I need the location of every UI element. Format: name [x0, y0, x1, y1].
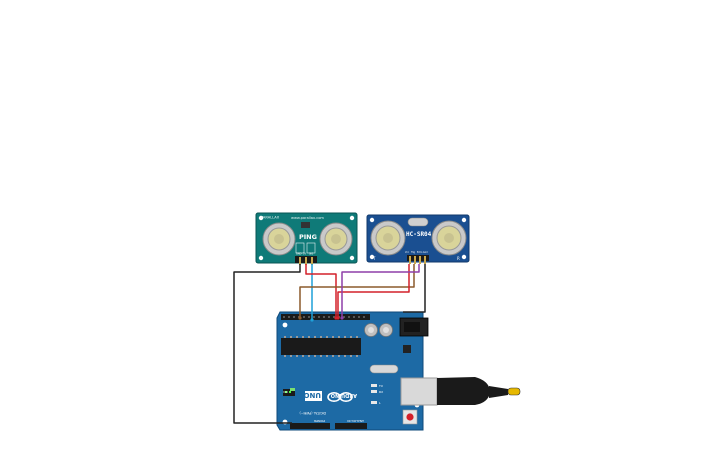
tx-label: TX — [378, 384, 383, 388]
power-label: POWER — [314, 419, 325, 423]
rx-label: RX — [379, 390, 383, 394]
ping-transducer-right — [319, 222, 353, 256]
usb-plug-neck — [489, 386, 508, 398]
ping-title: PING — [299, 233, 317, 241]
ping-corner-label: PARALLAX — [261, 216, 280, 220]
hcsr04-title: HC-SR04 — [406, 231, 432, 238]
ping-sensor[interactable]: PARALLAX www.parallax.com PING GND 5V SI… — [255, 212, 358, 265]
ping-pin-sig: SIG — [309, 253, 313, 256]
arduino-uno[interactable]: ARDUINO UNO TX RX L ON DIGITAL (PWM~) PO… — [276, 311, 429, 431]
mount-hole — [369, 254, 375, 260]
mount-hole — [349, 215, 355, 221]
on-label: ON — [283, 390, 288, 394]
mount-hole — [258, 255, 264, 261]
hcsr04-pin-trig: Trig — [411, 251, 416, 254]
usb-cable[interactable] — [400, 377, 521, 406]
on-led — [290, 388, 295, 391]
hcsr04-t-label: T — [372, 256, 376, 261]
reset-button[interactable] — [402, 409, 418, 425]
usb-port — [400, 377, 438, 406]
mount-hole — [461, 254, 467, 260]
arduino-brand: ARDUINO — [331, 392, 357, 398]
hcsr04-pin-vcc: Vcc — [405, 251, 410, 254]
l-label: L — [379, 401, 381, 405]
hcsr04-header — [407, 255, 429, 264]
usb-plug — [437, 377, 489, 405]
tx-led — [371, 384, 377, 387]
l-led — [371, 401, 377, 404]
ping-component — [306, 242, 316, 254]
hcsr04-r-label: R — [457, 256, 460, 261]
ping-transducer-left — [262, 222, 296, 256]
capacitor — [379, 323, 393, 337]
power-header[interactable] — [290, 423, 330, 429]
ping-component — [295, 242, 305, 254]
hcsr04-pin-echo: Echo — [417, 251, 423, 254]
wire-ping-5v[interactable] — [305, 264, 337, 318]
digital-label: DIGITAL (PWM~) — [300, 411, 326, 415]
hcsr04-pin-gnd: Gnd — [423, 251, 428, 254]
wire-hcsr04-echo[interactable] — [341, 264, 420, 318]
voltage-regulator — [403, 345, 411, 353]
analog-header[interactable] — [335, 423, 367, 429]
digital-header[interactable] — [281, 314, 370, 320]
wire-ping-gnd[interactable] — [233, 264, 301, 424]
wires — [233, 264, 426, 424]
ping-pin-gnd: GND — [296, 253, 302, 256]
hcsr04-transducer-left — [370, 220, 406, 256]
capacitor — [364, 323, 378, 337]
usb-cable-end — [507, 387, 521, 396]
mount-hole — [369, 217, 375, 223]
crystal-oscillator — [407, 217, 429, 227]
icsp-header — [283, 389, 295, 396]
ping-header — [295, 256, 317, 265]
wire-hcsr04-vcc[interactable] — [337, 264, 410, 318]
uno-badge — [305, 391, 322, 401]
ping-url: www.parallax.com — [291, 216, 324, 220]
mount-hole — [349, 255, 355, 261]
hcsr04-transducer-right — [431, 220, 467, 256]
wire-hcsr04-gnd[interactable] — [403, 264, 426, 313]
atmega-chip — [281, 336, 361, 357]
ping-led — [301, 222, 310, 228]
mount-hole — [258, 215, 264, 221]
power-jack — [399, 317, 429, 337]
arduino-logo — [327, 392, 353, 402]
ping-pin-5v: 5V — [303, 253, 307, 256]
crystal — [369, 364, 399, 374]
rx-led — [371, 390, 377, 393]
mount-hole — [461, 217, 467, 223]
wire-hcsr04-trig[interactable] — [299, 264, 415, 318]
mount-hole — [282, 322, 288, 328]
arduino-model: UNO — [303, 391, 321, 399]
analog-label: ANALOG IN — [347, 419, 364, 423]
hcsr04-sensor[interactable]: HC-SR04 T R Vcc Trig Echo Gnd — [366, 214, 470, 264]
